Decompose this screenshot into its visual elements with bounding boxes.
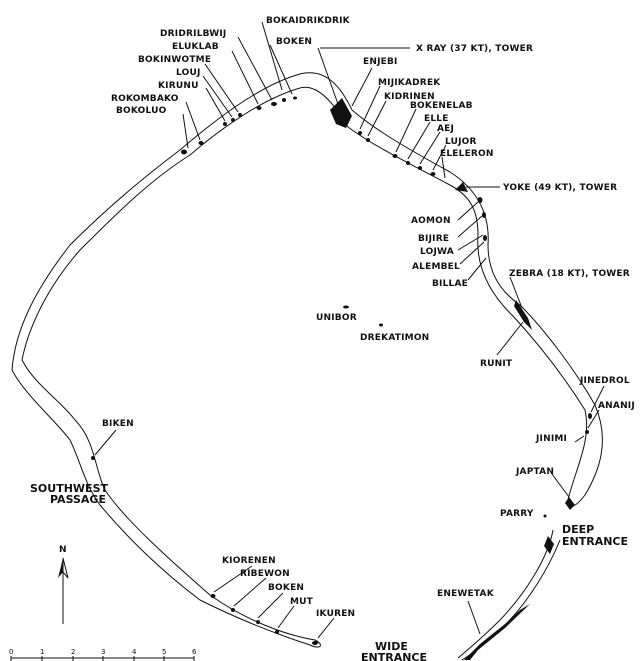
label-aomon: AOMON: [411, 216, 451, 226]
label-bijire: BIJIRE: [418, 234, 449, 244]
label-aej: AEJ: [437, 124, 454, 134]
island-bokaidrikdrik: [282, 98, 286, 102]
scale-tick-1: 1: [40, 648, 44, 656]
scale-tick-3: 3: [101, 648, 105, 656]
label-biken: BIKEN: [102, 419, 134, 429]
label-lojwa: LOJWA: [420, 247, 454, 257]
label-yoke-tower: YOKE (49 KT), TOWER: [502, 183, 617, 193]
island-bokenelab: [392, 154, 398, 158]
island-boken-north: [293, 96, 297, 100]
atoll-reef: [11, 72, 603, 661]
label-elle: ELLE: [424, 114, 449, 124]
island-biken: [91, 456, 95, 460]
scale-tick-4: 4: [132, 648, 137, 656]
label-boken-south: BOKEN: [268, 583, 304, 593]
label-rokombako: ROKOMBAKO: [111, 94, 179, 104]
label-deep-entrance-line1: DEEP: [562, 523, 594, 536]
label-kirunu: KIRUNU: [158, 81, 199, 91]
label-enjebi: ENJEBI: [363, 57, 398, 67]
island-runit: [514, 300, 532, 330]
leader-lines: [94, 21, 605, 639]
label-japtan: JAPTAN: [515, 467, 554, 477]
label-bokaidrikdrik: BOKAIDRIKDRIK: [266, 16, 351, 26]
label-wide-entrance-line2: ENTRANCE: [361, 651, 427, 661]
label-billae: BILLAE: [432, 279, 468, 289]
label-bokoluo: BOKOLUO: [116, 106, 167, 116]
island-lujor: [430, 172, 436, 176]
island-mijikadrek: [358, 131, 362, 135]
label-ribewon: RIBEWON: [240, 569, 290, 579]
label-enewetak: ENEWETAK: [437, 589, 495, 599]
island-kiorenen: [210, 594, 216, 598]
label-ananij: ANANIJ: [598, 401, 635, 411]
label-eleleron: ELELERON: [440, 149, 494, 159]
island-lojwa: [483, 235, 487, 241]
label-drekatimon: DREKATIMON: [360, 333, 429, 343]
island-elle: [406, 161, 410, 165]
north-arrow-label: N: [59, 545, 67, 555]
label-louj: LOUJ: [176, 68, 201, 78]
label-mijikadrek: MIJIKADREK: [378, 78, 441, 88]
island-bokinwotme: [238, 113, 242, 117]
label-unibor: UNIBOR: [316, 313, 357, 323]
label-bokinwotme: BOKINWOTME: [138, 55, 211, 65]
label-southwest-passage-line2: PASSAGE: [50, 493, 106, 506]
label-alembel: ALEMBEL: [412, 262, 460, 272]
scale-bar: 0 1 2 3 4 5 6: [9, 648, 197, 661]
island-ananij: [585, 430, 589, 434]
island-deep-entrance-tip: [544, 536, 554, 554]
scale-tick-5: 5: [162, 648, 166, 656]
island-bokoluo: [181, 149, 187, 155]
place-labels: BOKAIDRIKDRIK DRIDRILBWIJ ELUKLAB BOKEN …: [30, 16, 635, 661]
island-unibor: [343, 305, 349, 309]
label-kiorenen: KIORENEN: [222, 556, 276, 566]
label-mut: MUT: [290, 597, 314, 607]
island-rokombako: [198, 141, 204, 145]
label-parry: PARRY: [500, 509, 534, 519]
label-kidrinen: KIDRINEN: [384, 92, 435, 102]
label-bokenelab: BOKENELAB: [410, 101, 473, 111]
label-dridrilbwij: DRIDRILBWIJ: [160, 29, 226, 39]
island-ribewon: [231, 608, 235, 612]
island-ikuren: [312, 641, 318, 645]
island-aomon: [477, 197, 483, 203]
scale-tick-0: 0: [9, 648, 13, 656]
island-louj: [231, 118, 235, 122]
island-boken-south: [256, 620, 260, 624]
label-x-ray-tower: X RAY (37 KT), TOWER: [416, 44, 533, 54]
island-eluklab: [256, 106, 262, 110]
island-mut: [275, 630, 279, 634]
label-boken-north: BOKEN: [276, 37, 312, 47]
islands: [91, 96, 592, 660]
label-ikuren: IKUREN: [316, 609, 355, 619]
label-jinimi: JINIMI: [535, 434, 567, 444]
island-eleleron: [455, 182, 468, 192]
label-eluklab: ELUKLAB: [172, 42, 219, 52]
island-bijire: [482, 212, 486, 218]
island-jinedrol: [588, 413, 592, 419]
island-japtan: [565, 497, 575, 510]
label-zebra-tower: ZEBRA (18 KT), TOWER: [509, 269, 630, 279]
island-dridrilbwij: [271, 102, 277, 106]
scale-tick-2: 2: [71, 648, 75, 656]
island-enewetak: [464, 604, 530, 660]
scale-tick-6: 6: [192, 648, 197, 656]
label-jinedrol: JINEDROL: [579, 376, 630, 386]
island-kidrinen: [366, 138, 370, 142]
island-parry: [543, 514, 547, 518]
label-lujor: LUJOR: [445, 137, 477, 147]
island-aej: [418, 166, 422, 170]
island-enjebi: [330, 98, 352, 128]
label-southwest-passage-line1: SOUTHWEST: [30, 482, 108, 495]
label-deep-entrance-line2: ENTRANCE: [562, 535, 628, 548]
island-kirunu: [223, 122, 227, 126]
label-runit: RUNIT: [480, 359, 513, 369]
label-wide-entrance-line1: WIDE: [375, 640, 408, 653]
north-arrow-icon: N: [58, 545, 69, 624]
island-drekatimon: [379, 323, 383, 327]
